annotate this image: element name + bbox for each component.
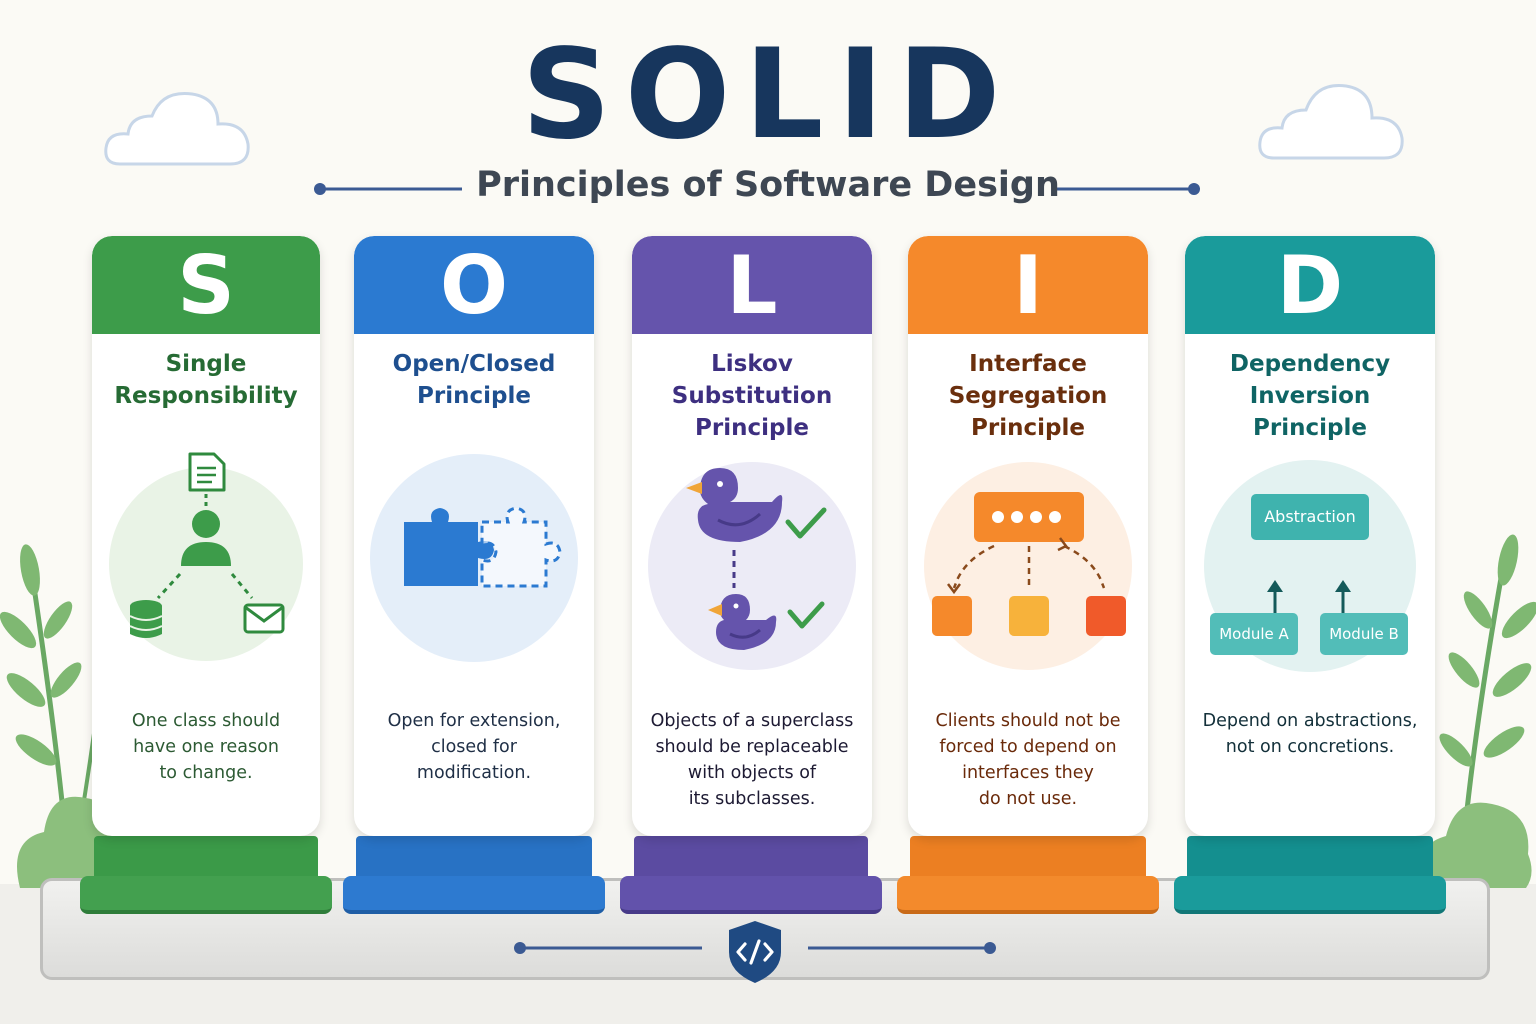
checkmark-icon (787, 601, 825, 629)
principle-name: Interface Segregation Principle (948, 351, 1108, 441)
lsp-illustration (648, 462, 856, 670)
card-letter: D (1276, 239, 1344, 332)
module-b-box: Module B (1320, 613, 1408, 655)
bush-icon (1420, 802, 1532, 888)
title-rule-left (314, 183, 462, 195)
dashed-puzzle-piece-icon (480, 506, 562, 588)
card-header (632, 236, 872, 334)
card-header (92, 236, 320, 334)
srp-illustration (109, 452, 303, 661)
card-letter: I (1013, 239, 1043, 332)
principle-description: Objects of a superclass should be replac… (650, 711, 854, 809)
duckling-icon (708, 594, 777, 650)
card-header (908, 236, 1148, 334)
document-icon (188, 452, 226, 492)
isp-illustration (924, 462, 1132, 670)
card-pedestal-d (1174, 876, 1446, 914)
principle-description: One class should have one reason to chan… (131, 711, 281, 783)
puzzle-piece-icon (404, 508, 494, 586)
abstraction-box: Abstraction (1251, 494, 1369, 540)
card-letter: L (726, 239, 778, 332)
title-rule-right (1054, 183, 1200, 195)
principle-name: Open/Closed Principle (392, 351, 556, 409)
card-open-closed: O Open/Closed Principle Open for extensi… (354, 236, 594, 836)
card-pedestal-l (620, 876, 882, 914)
card-interface-segregation: I Interface Segregation Principle Client (908, 236, 1148, 836)
card-pedestal-i (897, 876, 1159, 914)
user-icon (181, 510, 231, 566)
checkmark-icon (785, 507, 827, 539)
card-header (354, 236, 594, 334)
card-pedestal-s (80, 876, 332, 914)
card-letter: S (177, 239, 235, 332)
card-dependency-inversion: D Dependency Inversion Principle Abstrac… (1185, 236, 1435, 836)
leaf-branch-icon (1439, 534, 1536, 886)
principle-name: Liskov Substitution Principle (671, 351, 833, 441)
envelope-icon (243, 603, 285, 634)
card-header (1185, 236, 1435, 334)
principle-name: Dependency Inversion Principle (1229, 351, 1391, 441)
card-single-responsibility: S Single Responsibility (92, 236, 320, 836)
page-subtitle: Principles of Software Design (476, 165, 1060, 205)
interface-bar-icon (974, 492, 1084, 542)
card-pedestal-o (343, 876, 605, 914)
module-a-box: Module A (1210, 613, 1298, 655)
principle-description: Depend on abstractions, not on concretio… (1202, 711, 1418, 757)
cloud-icon (104, 91, 250, 166)
database-icon (129, 600, 163, 638)
principle-description: Open for extension, closed for modificat… (387, 711, 561, 783)
ocp-illustration (370, 454, 578, 662)
card-letter: O (439, 239, 508, 332)
cloud-icon (1258, 84, 1404, 160)
platform-rail (514, 942, 996, 954)
page-title: SOLID (521, 23, 1015, 167)
principle-description: Clients should not be forced to depend o… (935, 711, 1121, 809)
principle-name: Single Responsibility (114, 351, 298, 409)
client-square-icon (932, 596, 1126, 636)
duck-icon (686, 468, 783, 542)
card-liskov-substitution: L Liskov Substitution Principle (632, 236, 872, 836)
code-shield-icon (729, 921, 781, 983)
